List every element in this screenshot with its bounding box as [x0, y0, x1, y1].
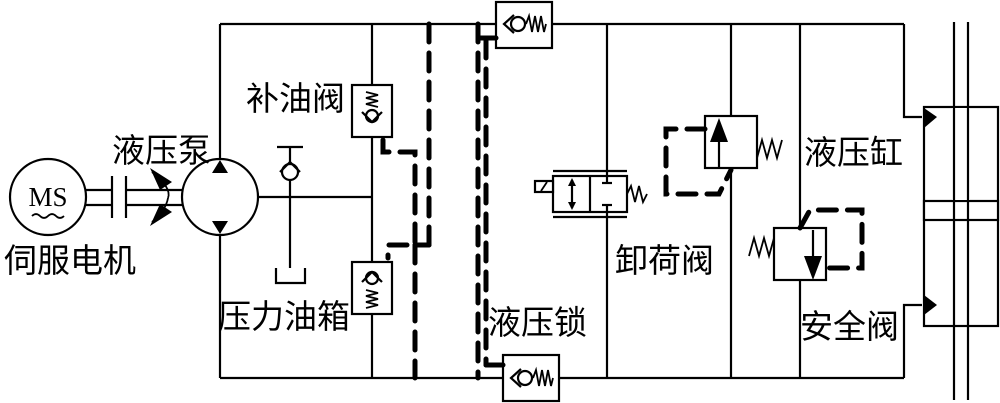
- port-arrow-top-icon: [924, 108, 937, 128]
- hydraulic-lock-top: [494, 0, 554, 50]
- hydraulic-lines: [218, 22, 922, 380]
- pump-label: 液压泵: [112, 133, 211, 170]
- relief-arrow-down-icon: [804, 256, 822, 280]
- spring-icon: [748, 234, 775, 260]
- pump-arrow-up-icon: [212, 160, 228, 173]
- hydraulic-lock-bottom: [501, 353, 561, 403]
- hydraulic-pump: [180, 157, 260, 237]
- makeup-valve-label: 补油阀: [246, 81, 345, 118]
- tank-symbol-icon: [274, 268, 307, 285]
- shaft-coupling: [86, 176, 183, 218]
- tank-check-valve: [274, 145, 307, 285]
- safety-valve: [748, 207, 865, 282]
- makeup-valve-bottom: [350, 260, 394, 316]
- spring-icon: [626, 183, 648, 205]
- safety-valve-label: 安全阀: [800, 309, 899, 346]
- piston: [922, 199, 1000, 222]
- motor-wave-icon: [31, 213, 65, 219]
- hydraulic-cylinder: [922, 22, 1000, 400]
- spring-icon: [532, 366, 554, 387]
- motor-circle: [8, 157, 88, 237]
- pilot-lines-makeup: [380, 21, 432, 381]
- pressure-tank-label: 压力油箱: [218, 299, 350, 336]
- hydraulic-lock-label: 液压锁: [488, 305, 587, 342]
- pilot-lines-lock: [475, 21, 506, 381]
- pump-arrow-down-icon: [212, 221, 228, 234]
- unloading-valve: [533, 169, 648, 219]
- servo-motor: MS: [8, 157, 88, 237]
- relief-valve-upper: [663, 114, 783, 197]
- makeup-valve-top: [350, 83, 394, 139]
- unloading-valve-label: 卸荷阀: [615, 243, 714, 280]
- spring-icon: [525, 12, 547, 33]
- motor-symbol-text: MS: [28, 182, 67, 212]
- relief-arrow-up-icon: [710, 118, 728, 142]
- spring-icon: [365, 289, 379, 309]
- motor-label: 伺服电机: [4, 243, 136, 280]
- spring-icon: [365, 91, 379, 108]
- spring-icon: [756, 136, 783, 162]
- port-arrow-bottom-icon: [924, 295, 937, 315]
- rotation-arrow-icon: [150, 168, 172, 226]
- cylinder-label: 液压缸: [804, 135, 903, 172]
